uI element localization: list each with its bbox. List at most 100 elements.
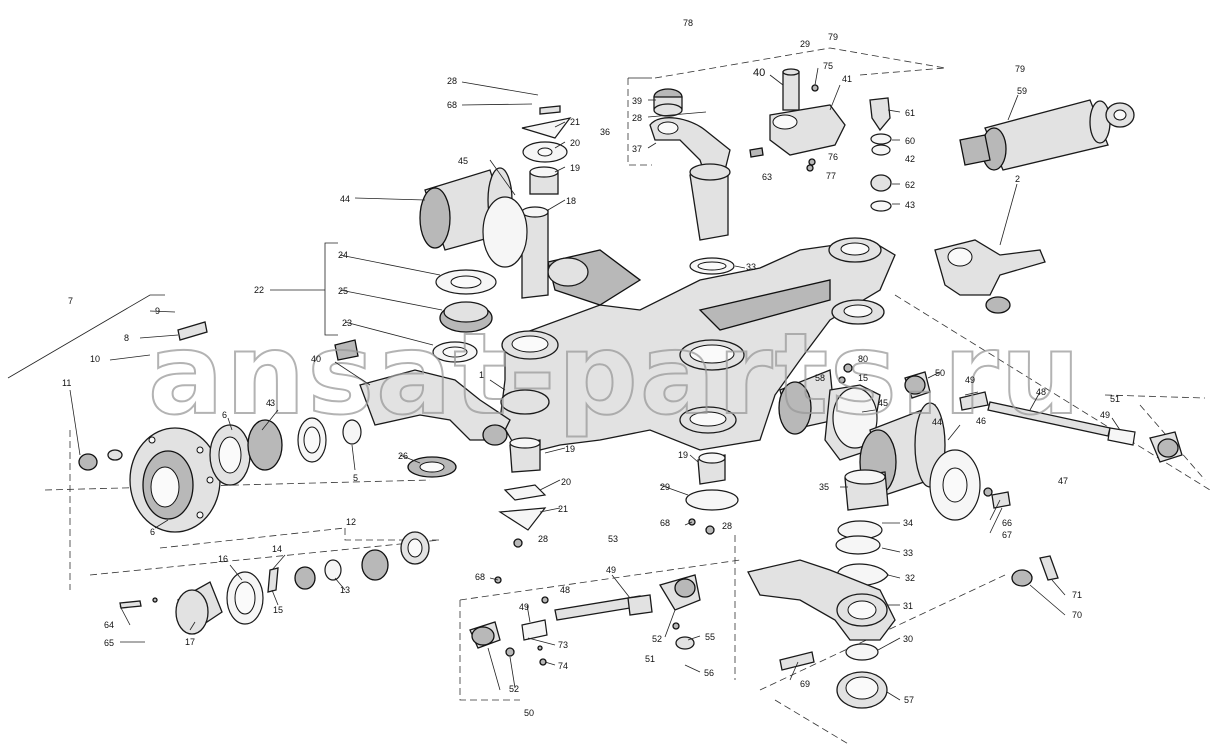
callout-label: 61	[905, 108, 915, 118]
steering-knuckle-right	[934, 239, 1046, 314]
callout-label: 74	[558, 661, 568, 671]
callout-label: 6	[222, 410, 227, 420]
callout-label: 28	[447, 76, 457, 86]
callout-label: 26	[398, 451, 408, 461]
callout-label: 37	[632, 144, 642, 154]
watermark: ansat-parts.ru	[148, 310, 1082, 440]
callout-label: 49	[1100, 410, 1110, 420]
callout-label: 28	[632, 113, 642, 123]
callout-label: 66	[1002, 518, 1012, 528]
callout-label: 48	[1036, 387, 1046, 397]
callout-label: 33	[746, 262, 756, 272]
callout-label: 79	[1015, 64, 1025, 74]
callout-label: 19	[678, 450, 688, 460]
callout-label: 30	[903, 634, 913, 644]
callout-label: 68	[475, 572, 485, 582]
callout-label: 46	[976, 416, 986, 426]
callout-label: 53	[608, 534, 618, 544]
callout-label: 57	[904, 695, 914, 705]
callout-label: 69	[800, 679, 810, 689]
callout-label: 11	[62, 378, 71, 388]
callout-label: 7	[68, 296, 73, 306]
callout-label: 45	[878, 398, 888, 408]
leader-lines	[69, 67, 1121, 701]
left-kingpin-parts	[419, 105, 572, 363]
callout-label: 51	[645, 654, 655, 664]
callout-label: 58	[815, 373, 825, 383]
callout-label: 12	[346, 517, 356, 527]
callout-label: 36	[600, 127, 610, 137]
callout-label: 79	[828, 32, 838, 42]
callout-label: 75	[823, 61, 833, 71]
callout-label: 34	[903, 518, 913, 528]
callout-label: 39	[632, 96, 642, 106]
callout-label: 49	[965, 375, 975, 385]
tie-rod-assembly-right	[838, 363, 1183, 463]
callout-label: 73	[558, 640, 568, 650]
callout-labels: 78 29 79 40 75 41 79 59 28 68 21 20 19 1…	[62, 18, 1120, 718]
callout-label: 77	[826, 171, 836, 181]
right-lower-parts	[747, 384, 1059, 709]
axle-housing	[499, 237, 896, 456]
callout-label: 10	[90, 354, 100, 364]
callout-label: 49	[519, 602, 529, 612]
callout-label: 47	[1058, 476, 1068, 486]
lower-left-hub-parts	[119, 531, 430, 635]
callout-label: 49	[606, 565, 616, 575]
callout-label: 29	[660, 482, 670, 492]
callout-label: 21	[570, 117, 580, 127]
callout-label: 18	[566, 196, 576, 206]
callout-label: 2	[1015, 174, 1020, 184]
callout-label: 60	[905, 136, 915, 146]
callout-label: 63	[762, 172, 772, 182]
callout-label: 8	[124, 333, 129, 343]
callout-label: 76	[828, 152, 838, 162]
callout-label: 50	[524, 708, 534, 718]
callout-label: 16	[218, 554, 228, 564]
callout-label: 20	[570, 138, 580, 148]
callout-label: 35	[819, 482, 829, 492]
callout-label: 13	[340, 585, 350, 595]
callout-label: 55	[705, 632, 715, 642]
callout-label: 15	[858, 373, 868, 383]
callout-label: 52	[509, 684, 519, 694]
callout-label: 6	[150, 527, 155, 537]
callout-label: 29	[800, 39, 810, 49]
callout-label: 23	[342, 318, 352, 328]
callout-label: 51	[1110, 394, 1120, 404]
callout-label: 32	[905, 573, 915, 583]
callout-label: 17	[185, 637, 195, 647]
callout-label: 20	[561, 477, 571, 487]
callout-label: 67	[1002, 530, 1012, 540]
callout-label: 44	[932, 417, 942, 427]
callout-label: 68	[660, 518, 670, 528]
callout-label: 70	[1072, 610, 1082, 620]
callout-label: 14	[272, 544, 282, 554]
center-bottom-parts	[494, 437, 739, 584]
callout-label: 33	[903, 548, 913, 558]
callout-label: 25	[338, 286, 348, 296]
tie-rod-assembly-lower	[469, 574, 701, 666]
callout-label: 21	[558, 504, 568, 514]
callout-label: 64	[104, 620, 114, 630]
callout-label: 3	[270, 398, 275, 408]
callout-label: 31	[903, 601, 913, 611]
callout-label: 1	[479, 370, 484, 380]
callout-label: 22	[254, 285, 264, 295]
callout-label: 40	[311, 354, 321, 364]
callout-label: 56	[704, 668, 714, 678]
steering-cylinder	[959, 99, 1135, 171]
callout-label: 59	[1017, 86, 1027, 96]
callout-label: 19	[570, 163, 580, 173]
steering-arm-group	[649, 68, 892, 275]
callout-label: 28	[538, 534, 548, 544]
callout-label: 62	[905, 180, 915, 190]
callout-label: 78	[683, 18, 693, 28]
callout-label: 43	[905, 200, 915, 210]
callout-label: 41	[842, 74, 852, 84]
callout-label: 19	[565, 444, 575, 454]
callout-label: 50	[935, 368, 945, 378]
callout-label: 40	[753, 67, 765, 79]
callout-label: 44	[340, 194, 350, 204]
